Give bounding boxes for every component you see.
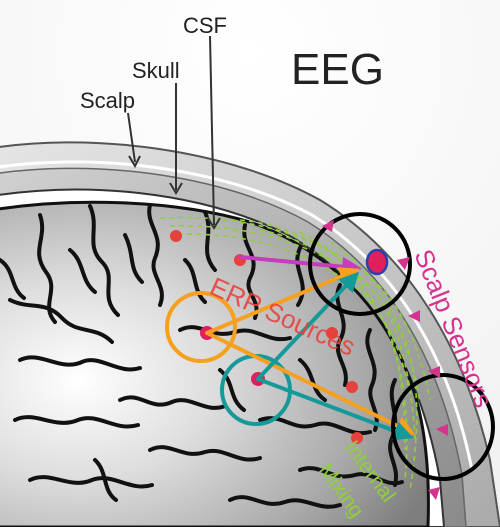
source-dot [346, 381, 358, 393]
csf-label: CSF [183, 13, 227, 38]
top-sensor-blob [367, 250, 387, 274]
scalp-label: Scalp [80, 88, 135, 113]
eeg-label: EEG [291, 45, 384, 94]
source-dot [170, 230, 182, 242]
skull-label: Skull [132, 58, 180, 83]
